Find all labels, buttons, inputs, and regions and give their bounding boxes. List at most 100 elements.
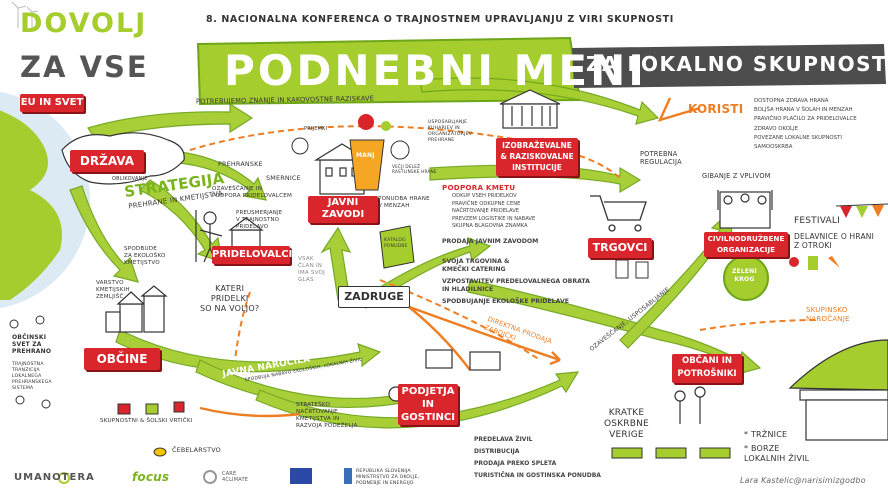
label-manj: MANJ	[356, 152, 375, 159]
footer-umanotera: UMANOTERA	[14, 472, 95, 483]
label-ponudba-menzah: PONUDBA HRANE V MENZAH	[378, 196, 430, 209]
jars-icon	[615, 259, 649, 279]
label-koristi: KORISTI	[688, 102, 744, 116]
podpora-item: SKUPNA BLAGOVNA ZNAMKA	[452, 223, 528, 230]
page-subtitle: ZA LOKALNO SKUPNOST	[586, 52, 888, 76]
label-cebelarstvo: ČEBELARSTVO	[172, 446, 221, 454]
vegetables-icon	[789, 256, 840, 270]
label-skupnostni: SKUPNOSTNI & ŠOLSKI VRTIČKI	[100, 418, 193, 424]
label-spodbude: SPODBUDE ZA EKOLOŠKO KMETIJSTVO	[124, 246, 166, 266]
podpora-item: ODKUP VSEH PRIDELKOV	[452, 193, 517, 199]
footer-focus: focus	[132, 470, 170, 484]
zadruge-item: SVOJA TRGOVINA & KMEČKI CATERING	[442, 258, 510, 273]
label-preusmerjanje: PREUSMERJANJE V TRAJNOSTNO PRIDELAVO	[236, 210, 283, 230]
bee-icon	[153, 447, 167, 457]
koristi-item: SAMOOSKRBA	[754, 144, 793, 150]
label-katalog: KATALOG PONUDBE	[384, 238, 408, 249]
node-podjetja-label: PODJETJA IN GOSTINCI	[401, 386, 455, 423]
label-trajnostna: TRAJNOSTNA TRANZICIJA LOKALNEGA PREHRANS…	[12, 362, 52, 391]
podpora-item: PREVZEM LOGISTIKE IN NABAVE	[452, 215, 536, 222]
koristi-item: ZDRAVO OKOLJE	[754, 125, 798, 132]
umanotera-logo-icon	[58, 472, 70, 484]
bunting-icon	[835, 203, 888, 218]
label-potrebna: POTREBNA REGULACIJA	[640, 150, 682, 166]
node-civilna: CIVILNODRUŽBENE ORGANIZACIJE	[704, 232, 788, 257]
label-zeleni-krog: ZELENI KROG	[732, 268, 757, 283]
koristi-item: PRAVIČNO PLAČILO ZA PRIDELOVALCE	[754, 116, 857, 123]
garden-beds-icon	[117, 401, 185, 415]
council-people-icon	[9, 315, 51, 409]
label-ozavescanje-podpora: OZAVEŠČANJE IN PODPORA PRIDELOVALCEM	[212, 186, 292, 199]
footer-ministry: REPUBLIKA SLOVENIJA MINISTRSTVO ZA OKOLJ…	[356, 469, 420, 486]
node-pridelovalci: PRIDELOVALCI	[212, 246, 292, 264]
label-prijemki: PRIJEMKI	[304, 126, 328, 132]
node-obcani: OBČANI IN POTROŠNIKI	[672, 354, 742, 383]
node-civilna-label: CIVILNODRUŽBENE ORGANIZACIJE	[707, 234, 785, 254]
podjetja-item: PRODAJA PREKO SPLETA	[474, 460, 557, 467]
node-javni-zavodi-label: JAVNI ZAVODI	[321, 197, 365, 220]
logo-za-vse: ZA VSE	[20, 50, 149, 84]
footer-credit: Lara Kastelic@narisimizgodbo	[740, 476, 866, 485]
eu-flag-icon	[290, 468, 312, 484]
zadruge-item: SPODBUJANJE EKOLOŠKE PRIDELAVE	[442, 298, 569, 305]
node-podjetja: PODJETJA IN GOSTINCI	[398, 384, 458, 425]
footer-care: CARE 4CLIMATE	[222, 471, 249, 483]
podpora-item: PRAVIČNE ODKUPNE CENE	[452, 200, 521, 207]
flow-arrows	[69, 77, 762, 429]
logo-dovolj: DOVOLJ	[20, 8, 148, 39]
shoppers-icon	[674, 386, 706, 424]
wind-turbine-icon	[11, 1, 39, 30]
node-eu: EU IN SVET	[20, 94, 84, 112]
node-javni-zavodi: JAVNI ZAVODI	[308, 196, 378, 223]
podpora-item: NAČRTOVANJE PRIDELAVE	[452, 208, 520, 215]
farmer-icon	[195, 210, 223, 263]
zadruge-item: VZPOSTAVITEV PREDELOVALNEGA OBRATA IN HL…	[442, 278, 590, 293]
label-delavnice: DELAVNICE O HRANI Z OTROKI	[794, 232, 875, 250]
label-obcinski-svet: OBČINSKI SVET ZA PREHRANO	[12, 334, 52, 355]
node-drzava: DRŽAVA	[70, 150, 144, 172]
label-vecji-delez: VEČJI DELEŽ RASTLINSKE HRANE	[392, 164, 437, 174]
catalog-icon	[379, 225, 415, 269]
node-institucije: IZOBRAŽEVALNE & RAZISKOVALNE INSTITUCIJE	[496, 138, 578, 176]
crowd-icon	[717, 190, 773, 229]
meal-cup-icon	[291, 114, 410, 191]
node-obcine: OBČINE	[84, 348, 160, 370]
podpora-kmetu-title: PODPORA KMETU	[442, 183, 516, 192]
label-festivali: FESTIVALI	[794, 216, 840, 226]
page-title: PODNEBNI MENI	[224, 46, 647, 95]
subtitle-banner	[572, 44, 886, 88]
node-institucije-label: IZOBRAŽEVALNE & RAZISKOVALNE INSTITUCIJE	[500, 141, 574, 172]
label-kateri: KATERI PRIDELKI SO NA VOLJO?	[200, 284, 260, 313]
zadruge-item: PRODAJA JAVNIM ZAVODOM	[442, 238, 539, 245]
market-stands-icon	[611, 447, 731, 459]
label-skupinsko: SKUPINSKO NAROČANJE	[806, 306, 850, 323]
label-varstvo: VARSTVO KMETIJSKIH ZEMLJIŠČ	[96, 280, 130, 300]
label-strategija-small: OBLIKOVANJE	[112, 176, 148, 182]
podjetja-item: TURISTIČNA IN GOSTINSKA PONUDBA	[474, 472, 601, 479]
ministry-logo-icon	[344, 468, 352, 484]
conference-title: 8. NACIONALNA KONFERENCA O TRAJNOSTNEM U…	[206, 14, 674, 25]
podjetja-item: DISTRIBUCIJA	[474, 448, 520, 455]
market-stall-icon	[788, 339, 888, 441]
label-gibanje: GIBANJE Z VPLIVOM	[702, 172, 771, 180]
koristi-item: DOSTOPNA ZDRAVA HRANA	[754, 98, 829, 104]
label-strateško: STRATEŠKO NAČRTOVANJE KMETIJSTVA IN RAZV…	[296, 402, 358, 429]
node-trgovci: TRGOVCI	[588, 238, 652, 258]
koristi-item: BOLJŠA HRANA V ŠOLAH IN MENZAH	[754, 107, 853, 114]
label-smernice: SMERNICE	[266, 174, 301, 182]
label-kratke: KRATKE OSKRBNE VERIGE	[604, 408, 649, 440]
label-vsak-clan: VSAK ČLAN IN IMA SVOJ GLAS	[298, 256, 326, 283]
care-logo-icon	[203, 470, 217, 484]
shopping-cart-icon	[590, 195, 647, 232]
label-prehranske: PREHRANSKE	[218, 160, 263, 168]
node-zadruge: ZADRUGE	[338, 286, 410, 308]
node-obcani-label: OBČANI IN POTROŠNIKI	[677, 356, 737, 379]
label-borze: * BORZE LOKALNIH ŽIVIL	[744, 444, 810, 463]
government-building-icon	[499, 89, 561, 129]
podjetja-item: PREDELAVA ŽIVIL	[474, 436, 533, 443]
label-usposabljanje: USPOSABLJANJE KUHARJEV IN ORGANIZATORJEV…	[428, 120, 473, 143]
koristi-item: POVEZANE LOKALNE SKUPNOSTI	[754, 134, 842, 141]
town-houses-icon	[105, 285, 168, 333]
